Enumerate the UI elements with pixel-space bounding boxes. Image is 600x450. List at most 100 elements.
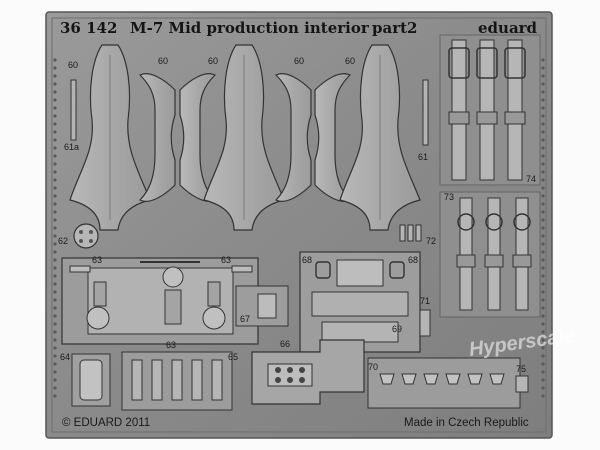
- edge-hole: [53, 234, 57, 238]
- edge-hole: [53, 114, 57, 118]
- edge-hole: [53, 170, 57, 174]
- edge-hole: [541, 154, 545, 158]
- label-66: 66: [280, 339, 290, 349]
- edge-hole: [541, 266, 545, 270]
- label-67: 67: [240, 314, 250, 324]
- edge-hole: [541, 362, 545, 366]
- edge-hole: [541, 274, 545, 278]
- edge-hole: [541, 250, 545, 254]
- edge-hole: [53, 186, 57, 190]
- edge-hole: [541, 322, 545, 326]
- edge-hole: [541, 138, 545, 142]
- edge-hole: [53, 338, 57, 342]
- edge-hole: [541, 234, 545, 238]
- edge-hole: [541, 202, 545, 206]
- part-72-clips: [399, 224, 422, 242]
- label-61a: 61a: [64, 142, 79, 152]
- edge-hole: [53, 314, 57, 318]
- edge-hole: [53, 290, 57, 294]
- edge-hole: [53, 266, 57, 270]
- strap-61a: [70, 79, 77, 141]
- label-63c: 63: [166, 340, 176, 350]
- label-62: 62: [58, 236, 68, 246]
- edge-hole: [541, 298, 545, 302]
- part-63-frame: [61, 257, 259, 345]
- edge-hole: [541, 354, 545, 358]
- label-65: 65: [228, 352, 238, 362]
- edge-hole: [541, 82, 545, 86]
- label-70: 70: [368, 362, 378, 372]
- edge-hole: [541, 226, 545, 230]
- label-60c: 60: [208, 56, 218, 66]
- edge-hole: [53, 58, 57, 62]
- part-66: [251, 339, 365, 405]
- edge-hole: [541, 114, 545, 118]
- edge-hole: [53, 202, 57, 206]
- edge-hole: [53, 274, 57, 278]
- edge-hole: [541, 282, 545, 286]
- edge-hole: [541, 162, 545, 166]
- edge-hole: [53, 258, 57, 262]
- part-64: [71, 353, 111, 407]
- edge-hole: [541, 210, 545, 214]
- edge-hole: [541, 90, 545, 94]
- edge-hole: [541, 186, 545, 190]
- label-72: 72: [426, 236, 436, 246]
- seat-back-4: [274, 73, 352, 202]
- sheet-title: M-7 Mid production interior: [130, 19, 370, 37]
- edge-hole: [541, 242, 545, 246]
- edge-hole: [541, 218, 545, 222]
- edge-hole: [541, 330, 545, 334]
- edge-hole: [53, 242, 57, 246]
- edge-hole: [53, 74, 57, 78]
- edge-hole: [53, 298, 57, 302]
- edge-hole: [53, 162, 57, 166]
- copyright-text: © EDUARD 2011: [62, 417, 150, 429]
- strap-61: [422, 79, 429, 146]
- edge-hole: [53, 378, 57, 382]
- seat-back-2: [138, 73, 217, 202]
- label-68b: 68: [408, 255, 418, 265]
- edge-hole: [541, 290, 545, 294]
- seat-back-1: [69, 44, 151, 231]
- part-68-pan: [299, 251, 421, 353]
- edge-hole: [53, 154, 57, 158]
- belts-73: [439, 191, 541, 318]
- edge-hole: [541, 314, 545, 318]
- label-69: 69: [392, 324, 402, 334]
- edge-hole: [53, 82, 57, 86]
- catalog-number: 36 142: [60, 19, 117, 37]
- edge-hole: [541, 394, 545, 398]
- part-71: [419, 309, 431, 337]
- edge-hole: [53, 346, 57, 350]
- label-60d: 60: [294, 56, 304, 66]
- edge-hole: [53, 354, 57, 358]
- edge-hole: [53, 90, 57, 94]
- seat-back-3: [203, 44, 285, 231]
- edge-hole: [541, 258, 545, 262]
- edge-dots-left: [53, 58, 57, 398]
- edge-hole: [541, 378, 545, 382]
- label-71: 71: [420, 296, 430, 306]
- label-63a: 63: [92, 255, 102, 265]
- edge-hole: [53, 106, 57, 110]
- part-number: part2: [372, 19, 417, 37]
- edge-hole: [53, 138, 57, 142]
- label-75: 75: [516, 364, 526, 374]
- edge-hole: [541, 74, 545, 78]
- label-60e: 60: [345, 56, 355, 66]
- edge-dots-right: [541, 58, 545, 398]
- edge-hole: [53, 146, 57, 150]
- edge-hole: [541, 338, 545, 342]
- belts-74: [439, 34, 541, 186]
- label-60b: 60: [158, 56, 168, 66]
- edge-hole: [53, 130, 57, 134]
- edge-hole: [53, 282, 57, 286]
- part-65: [121, 351, 233, 411]
- edge-hole: [53, 370, 57, 374]
- edge-hole: [53, 386, 57, 390]
- origin-text: Made in Czech Republic: [404, 417, 529, 429]
- edge-hole: [541, 146, 545, 150]
- edge-hole: [53, 250, 57, 254]
